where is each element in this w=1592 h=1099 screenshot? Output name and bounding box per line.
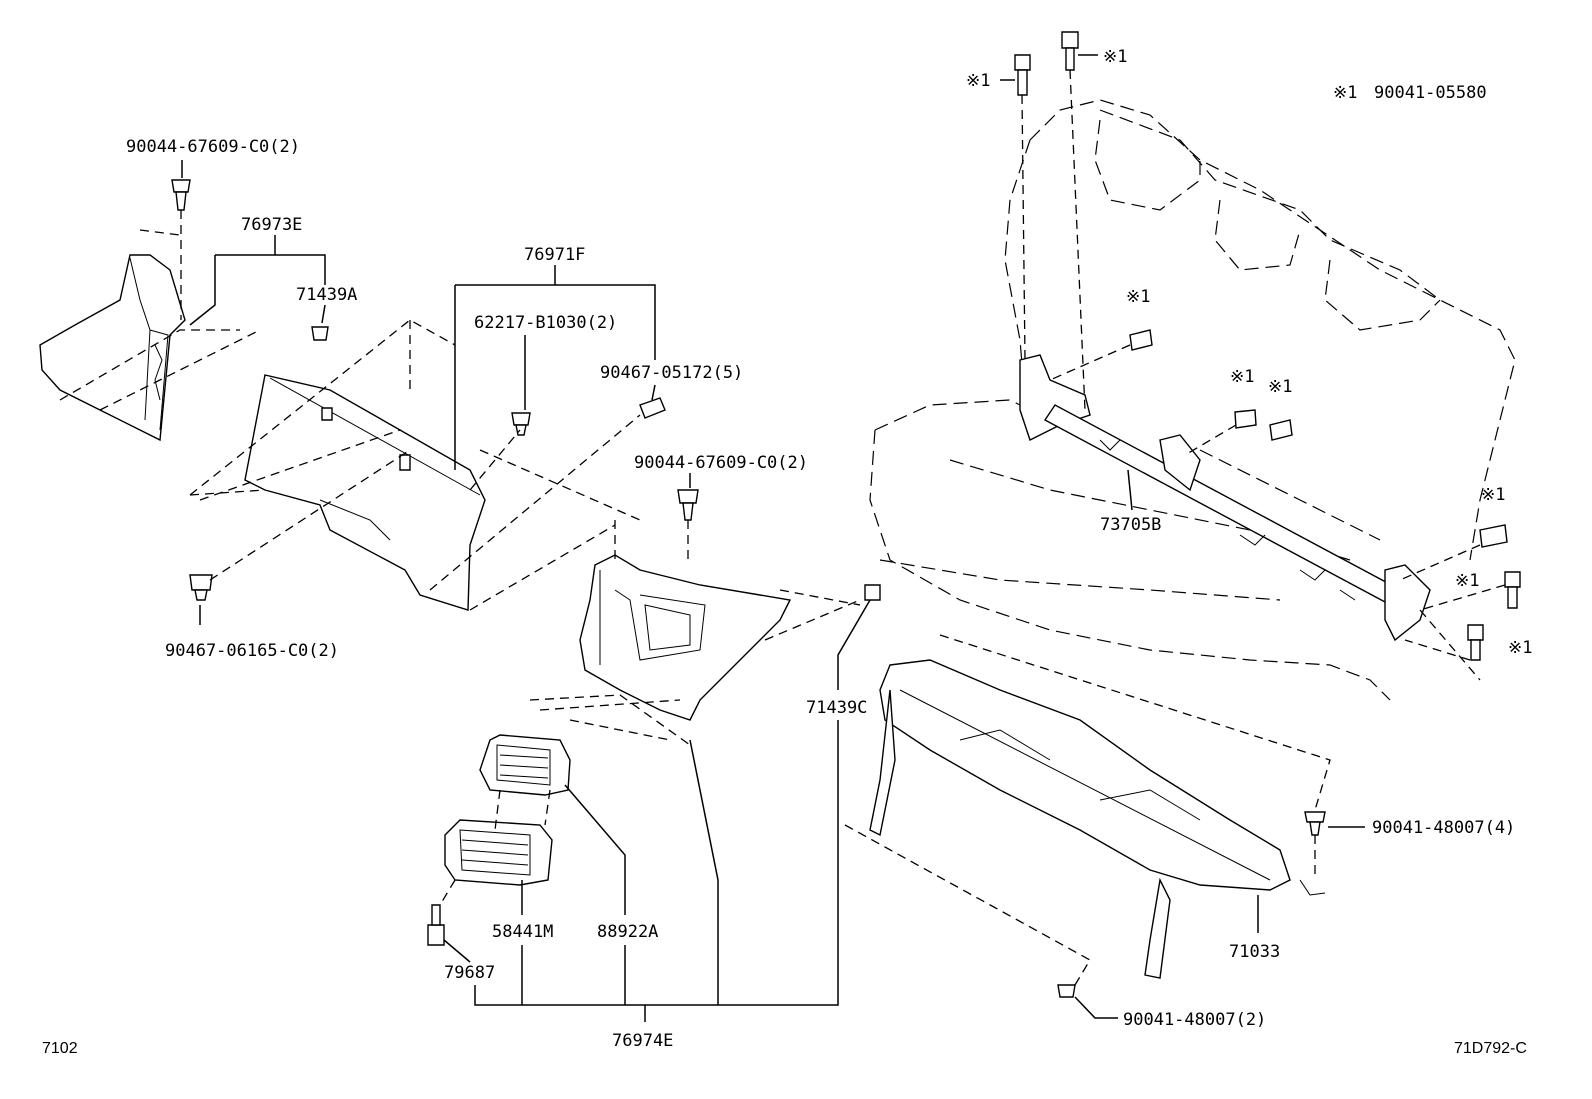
note-marker: ※1: [1230, 367, 1254, 387]
note-marker: ※1: [1508, 638, 1532, 658]
clip-icon: [1057, 984, 1076, 998]
note-marker: ※1: [1481, 485, 1505, 505]
part-76973E-trim[interactable]: [39, 254, 186, 442]
bolt-icon: [1479, 524, 1508, 548]
label-90041-48007-2: 90041-48007(2): [1123, 1010, 1266, 1030]
clip-icon: [189, 574, 213, 601]
bolt-icon: [1014, 54, 1031, 96]
label-73705B: 73705B: [1100, 515, 1161, 535]
clip-icon: [677, 489, 699, 521]
part-76971F-panel[interactable]: [244, 374, 486, 611]
note-marker: ※1: [1103, 47, 1127, 67]
label-58441M: 58441M: [492, 922, 553, 942]
label-62217-B1030: 62217-B1030(2): [474, 313, 617, 333]
label-71439A: 71439A: [296, 285, 357, 305]
part-71033-cushion-frame[interactable]: [869, 659, 1326, 979]
part-58441M-vent[interactable]: [444, 819, 553, 886]
bolt-icon: [1129, 329, 1153, 351]
label-76971F: 76971F: [524, 245, 585, 265]
label-90044-67609-mid: 90044-67609-C0(2): [634, 453, 808, 473]
label-71033: 71033: [1229, 942, 1280, 962]
bolt-icon: [1504, 571, 1521, 609]
figure-code-left: 7102: [42, 1040, 78, 1057]
note-marker: ※1: [1268, 377, 1292, 397]
label-90467-05172: 90467-05172(5): [600, 363, 743, 383]
clip-icon: [311, 326, 329, 341]
clip-icon: [511, 412, 531, 436]
figure-code-right: 71D792-C: [1454, 1040, 1527, 1057]
part-88922A-vent[interactable]: [479, 734, 571, 796]
label-71439C: 71439C: [806, 698, 867, 718]
note-legend-symbol: ※1: [1333, 83, 1357, 103]
label-88922A: 88922A: [597, 922, 658, 942]
label-76974E: 76974E: [612, 1031, 673, 1051]
clip-icon: [171, 179, 191, 211]
bolt-icon: [1234, 409, 1257, 429]
note-legend-part-no: 90041-05580: [1374, 83, 1487, 103]
note-marker: ※1: [966, 71, 990, 91]
clip-icon: [864, 584, 881, 601]
label-79687: 79687: [444, 963, 495, 983]
bolt-icon: [1269, 419, 1293, 441]
label-76973E: 76973E: [241, 215, 302, 235]
label-90041-48007-4: 90041-48007(4): [1372, 818, 1515, 838]
label-90467-06165: 90467-06165-C0(2): [165, 641, 339, 661]
note-marker: ※1: [1455, 571, 1479, 591]
clip-icon: [639, 397, 666, 419]
part-73705B-frame[interactable]: [1019, 354, 1431, 642]
part-76974E-trim[interactable]: [579, 554, 792, 721]
screw-icon: [427, 904, 445, 946]
clip-icon: [1304, 811, 1326, 836]
label-90044-67609-top: 90044-67609-C0(2): [126, 137, 300, 157]
note-marker: ※1: [1126, 287, 1150, 307]
bolt-icon: [1467, 624, 1484, 661]
bolt-icon: [1061, 31, 1079, 71]
